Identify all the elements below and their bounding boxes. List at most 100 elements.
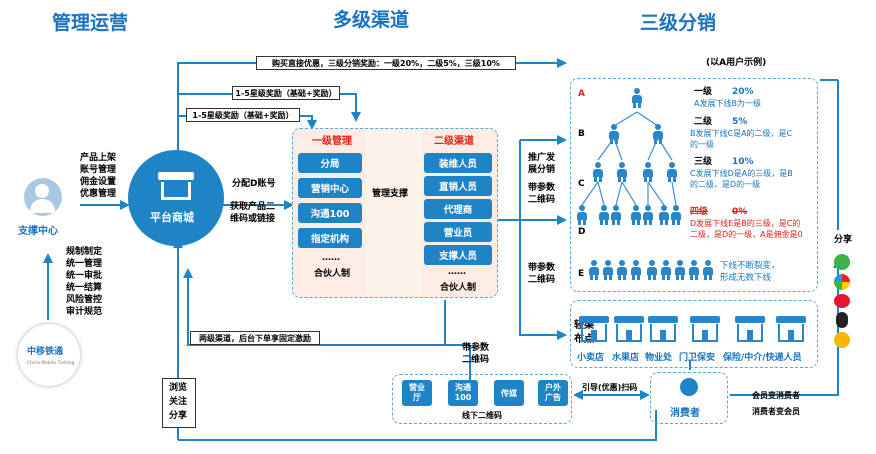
qr-label: 二维码 xyxy=(528,195,556,205)
person-node-icon xyxy=(630,88,644,108)
person-node-icon xyxy=(575,205,589,225)
person-node-icon xyxy=(601,260,615,280)
platform-item: 账号管理 xyxy=(80,165,117,175)
level1-item[interactable]: 沟通100 xyxy=(298,203,362,223)
person-node-icon xyxy=(687,260,701,280)
support-item: 规制制定 xyxy=(66,247,103,257)
get-label: 维码或链接 xyxy=(230,214,276,224)
tier4-pct: 0% xyxy=(732,207,748,217)
shop-icon xyxy=(776,316,806,344)
level2-item[interactable]: 支撑人员 xyxy=(424,245,492,265)
tier3-desc: C发展下线D是A的三级，是B xyxy=(690,169,793,178)
wechat-icon[interactable] xyxy=(834,254,850,270)
support-item: 审计规范 xyxy=(66,307,103,317)
person-node-icon xyxy=(641,205,655,225)
header-channels: 多级渠道 xyxy=(333,9,410,31)
level1-item[interactable]: 指定机构 xyxy=(298,228,362,248)
qr-label: 带参数 xyxy=(462,343,490,353)
person-node-icon xyxy=(597,205,611,225)
person-node-icon xyxy=(591,162,605,182)
person-node-icon xyxy=(669,205,683,225)
weibo-icon[interactable] xyxy=(834,294,850,308)
level1-item[interactable]: 分局 xyxy=(298,153,362,173)
person-node-icon xyxy=(665,162,679,182)
person-node-icon xyxy=(615,260,629,280)
level2-item[interactable]: 营业员 xyxy=(424,222,492,242)
qq-icon[interactable] xyxy=(836,312,848,328)
offline-item[interactable]: 营业厅 xyxy=(402,380,432,406)
level2-partner: 合伙人制 xyxy=(440,283,477,293)
person-node-icon xyxy=(607,124,621,144)
tree-level: A xyxy=(578,89,585,99)
company-logo: 中移铁通 China Mobile Tietong xyxy=(18,324,80,386)
tier1-pct: 20% xyxy=(732,87,754,97)
guide-label: 引导(优惠)扫码 xyxy=(582,383,638,392)
tier3-desc: 的二级，是D的一级 xyxy=(690,180,761,189)
level2-item[interactable]: 代理商 xyxy=(424,199,492,219)
person-node-icon xyxy=(645,260,659,280)
level1-item[interactable]: 营销中心 xyxy=(298,178,362,198)
shop-icon xyxy=(690,316,720,344)
reward-rule-label: 购买直接优惠，三级分销奖励：一级20%，二级5%，三级10% xyxy=(256,56,516,70)
moments-icon[interactable] xyxy=(834,274,850,290)
level2-item[interactable]: 直销人员 xyxy=(424,176,492,196)
support-item: 风险管控 xyxy=(66,295,103,305)
tier2-title: 二级 xyxy=(694,117,713,127)
example-label: (以A用户示例) xyxy=(706,58,767,68)
light-channel-title: 轻渠 xyxy=(574,320,594,331)
assign-label: 分配D账号 xyxy=(232,179,276,189)
tier3-pct: 10% xyxy=(732,157,754,167)
person-node-icon xyxy=(701,260,715,280)
shop-label: 门卫保安 xyxy=(679,353,716,363)
tier2-desc: 的一级 xyxy=(690,140,714,149)
two-level-label: 两级渠道，后台下单享固定激励 xyxy=(190,331,320,345)
level2-dots: …… xyxy=(448,267,466,277)
tree-level: E xyxy=(578,269,585,279)
tree-bottom: 形成无数下线 xyxy=(720,273,772,283)
support-center-label: 支撑中心 xyxy=(18,226,58,237)
shop-icon xyxy=(158,172,194,180)
shop-icon xyxy=(579,316,609,344)
get-label: 获取产品二 xyxy=(230,202,276,212)
support-arrow-label: 管理支撑 xyxy=(372,189,409,199)
star-reward-label-2: 1-5星级奖励（基础+奖励） xyxy=(186,108,300,122)
member-label: 消费者变会员 xyxy=(752,407,800,416)
browse-box: 浏览 关注 分享 xyxy=(162,378,196,428)
tree-bottom: 下线不断裂变， xyxy=(720,261,780,271)
support-item: 统一审批 xyxy=(66,271,103,281)
share-label: 分享 xyxy=(834,235,853,245)
offline-item[interactable]: 户外广告 xyxy=(538,380,568,406)
platform-item: 佣金设置 xyxy=(80,177,117,187)
tier3-title: 三级 xyxy=(694,157,713,167)
member-label: 会员变消费者 xyxy=(752,391,800,400)
person-node-icon xyxy=(641,162,655,182)
shop-icon xyxy=(648,316,678,344)
qzone-icon[interactable] xyxy=(834,332,850,348)
tier4-desc: 二级，是D的一级，A是佣金是0 xyxy=(690,230,803,239)
consumer-icon xyxy=(680,378,698,396)
tree-level: D xyxy=(578,227,586,237)
platform-mall[interactable]: 平台商城 xyxy=(128,150,224,246)
shop-label: 水果店 xyxy=(612,353,640,363)
tier1-desc: A发展下线B为一级 xyxy=(694,99,761,108)
person-node-icon xyxy=(659,260,673,280)
tier2-pct: 5% xyxy=(732,117,748,127)
person-node-icon xyxy=(629,205,643,225)
level1-partner: 合伙人制 xyxy=(314,269,351,279)
person-node-icon xyxy=(657,205,671,225)
support-item: 统一管理 xyxy=(66,259,103,269)
tree-level: B xyxy=(578,129,585,139)
offline-item[interactable]: 传媒 xyxy=(494,380,524,406)
person-icon xyxy=(24,178,62,216)
level2-item[interactable]: 装维人员 xyxy=(424,153,492,173)
offline-qr-label: 线下二维码 xyxy=(462,411,502,420)
shop-label: 保险/中介/快递人员 xyxy=(723,353,802,363)
offline-qr-panel xyxy=(392,374,572,424)
tier1-title: 一级 xyxy=(694,87,713,97)
person-node-icon xyxy=(587,260,601,280)
qr-label: 带参数 xyxy=(528,263,556,273)
person-node-icon xyxy=(629,260,643,280)
qr-label: 二维码 xyxy=(528,275,556,285)
shop-icon xyxy=(735,316,765,344)
